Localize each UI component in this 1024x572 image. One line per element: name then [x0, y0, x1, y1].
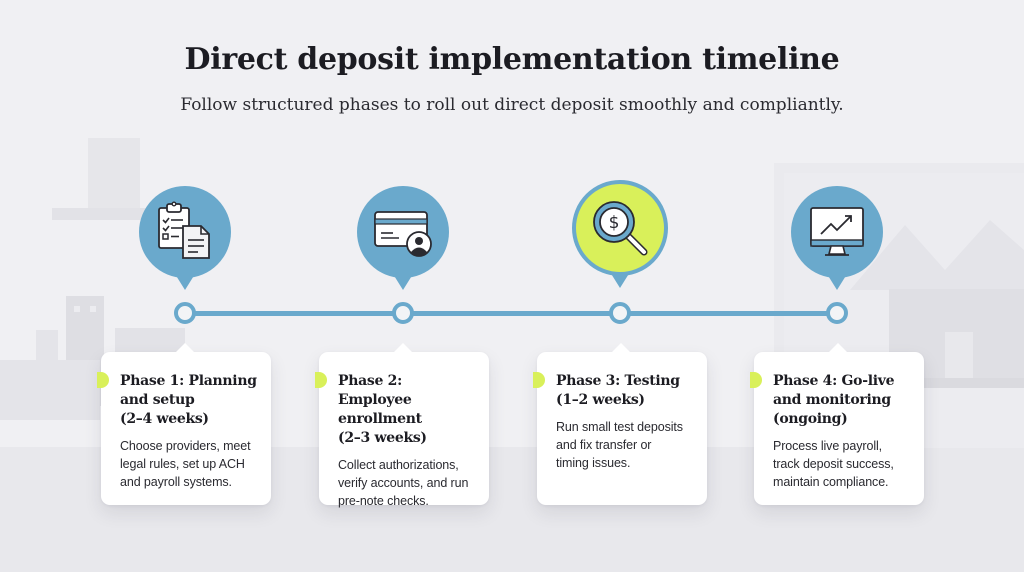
- timeline-node-phase-4: [826, 302, 848, 324]
- accent-dot: [315, 372, 327, 388]
- phase-4-icon-pin: [791, 186, 883, 290]
- timeline-node-phase-3: [609, 302, 631, 324]
- bg-shelf-shape: [880, 378, 1024, 388]
- phase-description: Collect authorizations, verify accounts,…: [338, 458, 469, 508]
- bg-building-shape: [88, 138, 140, 212]
- phase-description: Run small test deposits and fix transfer…: [556, 420, 683, 470]
- bg-mountain-shape: [850, 220, 1024, 290]
- timeline-node-phase-1: [174, 302, 196, 324]
- accent-dot: [97, 372, 109, 388]
- phase-title: Phase 2: Employee enrollment (2–3 weeks): [338, 373, 427, 446]
- timeline-node-phase-2: [392, 302, 414, 324]
- timeline-line: [185, 311, 837, 316]
- phase-title: Phase 1: Planning and setup (2–4 weeks): [120, 373, 257, 427]
- bg-shelf-shape: [52, 208, 162, 220]
- phase-2-card: Phase 2: Employee enrollment (2–3 weeks)…: [315, 343, 489, 508]
- accent-dot: [750, 372, 762, 388]
- phase-2-icon-pin: [357, 186, 449, 290]
- credit-card-user-icon: [374, 211, 432, 257]
- phase-title: Phase 4: Go-live and monitoring (ongoing…: [773, 373, 895, 427]
- svg-text:$: $: [609, 213, 620, 233]
- phase-1-card: Phase 1: Planning and setup (2–4 weeks) …: [97, 343, 271, 505]
- phase-3-icon-pin: $: [572, 180, 668, 288]
- magnifier-dollar-icon: $: [593, 201, 648, 256]
- phase-description: Process live payroll, track deposit succ…: [773, 439, 894, 489]
- accent-dot: [533, 372, 545, 388]
- bg-box-shape: [945, 332, 973, 380]
- phase-1-icon-pin: [139, 186, 231, 290]
- clipboard-checklist-document-icon: [158, 201, 210, 259]
- phase-4-card: Phase 4: Go-live and monitoring (ongoing…: [750, 343, 924, 505]
- monitor-trend-chart-icon: [810, 207, 864, 256]
- phase-3-card: Phase 3: Testing (1–2 weeks) Run small t…: [533, 343, 707, 505]
- bg-box-shape: [0, 360, 100, 420]
- phase-title: Phase 3: Testing (1–2 weeks): [556, 373, 680, 408]
- page-title: Direct deposit implementation timeline: [184, 42, 840, 77]
- phase-description: Choose providers, meet legal rules, set …: [120, 439, 251, 489]
- page-subtitle: Follow structured phases to roll out dir…: [180, 95, 844, 115]
